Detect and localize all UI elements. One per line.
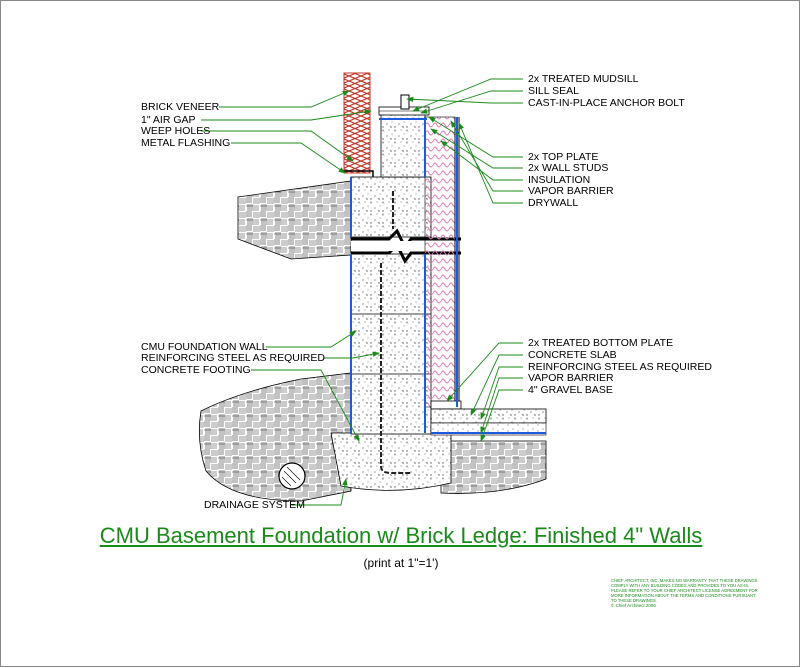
- label-reinforcing-left: REINFORCING STEEL AS REQUIRED: [141, 352, 325, 364]
- break-line: [351, 228, 461, 264]
- label-vapor-barrier-top: VAPOR BARRIER: [528, 185, 614, 197]
- label-top-plate: 2x TOP PLATE: [528, 151, 598, 163]
- drawing-subtitle: (print at 1"=1'): [363, 556, 439, 570]
- flashing-shape: [342, 170, 374, 177]
- exterior-soil: [198, 180, 547, 502]
- copyright-text: © Chief Architect 2006: [611, 603, 656, 608]
- label-wall-studs: 2x WALL STUDS: [528, 162, 608, 174]
- label-drywall: DRYWALL: [528, 197, 578, 209]
- wall-framing: [378, 94, 462, 411]
- label-vapor-barrier-bottom: VAPOR BARRIER: [528, 372, 614, 384]
- concrete-footing-shape: [330, 432, 452, 491]
- label-sill-seal: SILL SEAL: [528, 85, 579, 97]
- label-anchor-bolt: CAST-IN-PLACE ANCHOR BOLT: [528, 97, 685, 109]
- vapor-barriers: [350, 117, 546, 434]
- label-weep-holes: WEEP HOLES: [141, 125, 210, 137]
- label-insulation: INSULATION: [528, 174, 590, 186]
- label-mudsill: 2x TREATED MUDSILL: [528, 73, 639, 85]
- leader-lines-right: [406, 78, 523, 442]
- leader-lines-left: [201, 90, 380, 506]
- label-concrete-footing: CONCRETE FOOTING: [141, 364, 251, 376]
- label-metal-flashing: METAL FLASHING: [141, 137, 230, 149]
- cmu-wall-shape: [350, 176, 432, 474]
- brick-veneer-shape: [343, 72, 371, 174]
- label-cmu-wall: CMU FOUNDATION WALL: [141, 341, 268, 353]
- label-concrete-slab: CONCRETE SLAB: [528, 349, 617, 361]
- label-bottom-plate: 2x TREATED BOTTOM PLATE: [528, 337, 673, 349]
- label-brick-veneer: BRICK VENEER: [141, 101, 220, 113]
- label-air-gap: 1" AIR GAP: [141, 114, 196, 126]
- drainage-pipe: [278, 462, 306, 490]
- label-drainage: DRAINAGE SYSTEM: [204, 499, 305, 511]
- disclaimer-text: CHIEF ARCHITECT, INC. MAKES NO WARRANTY …: [611, 578, 758, 603]
- label-gravel-base: 4" GRAVEL BASE: [528, 384, 613, 396]
- label-reinforcing-right: REINFORCING STEEL AS REQUIRED: [528, 361, 712, 373]
- drawing-title: CMU Basement Foundation w/ Brick Ledge: …: [99, 523, 703, 548]
